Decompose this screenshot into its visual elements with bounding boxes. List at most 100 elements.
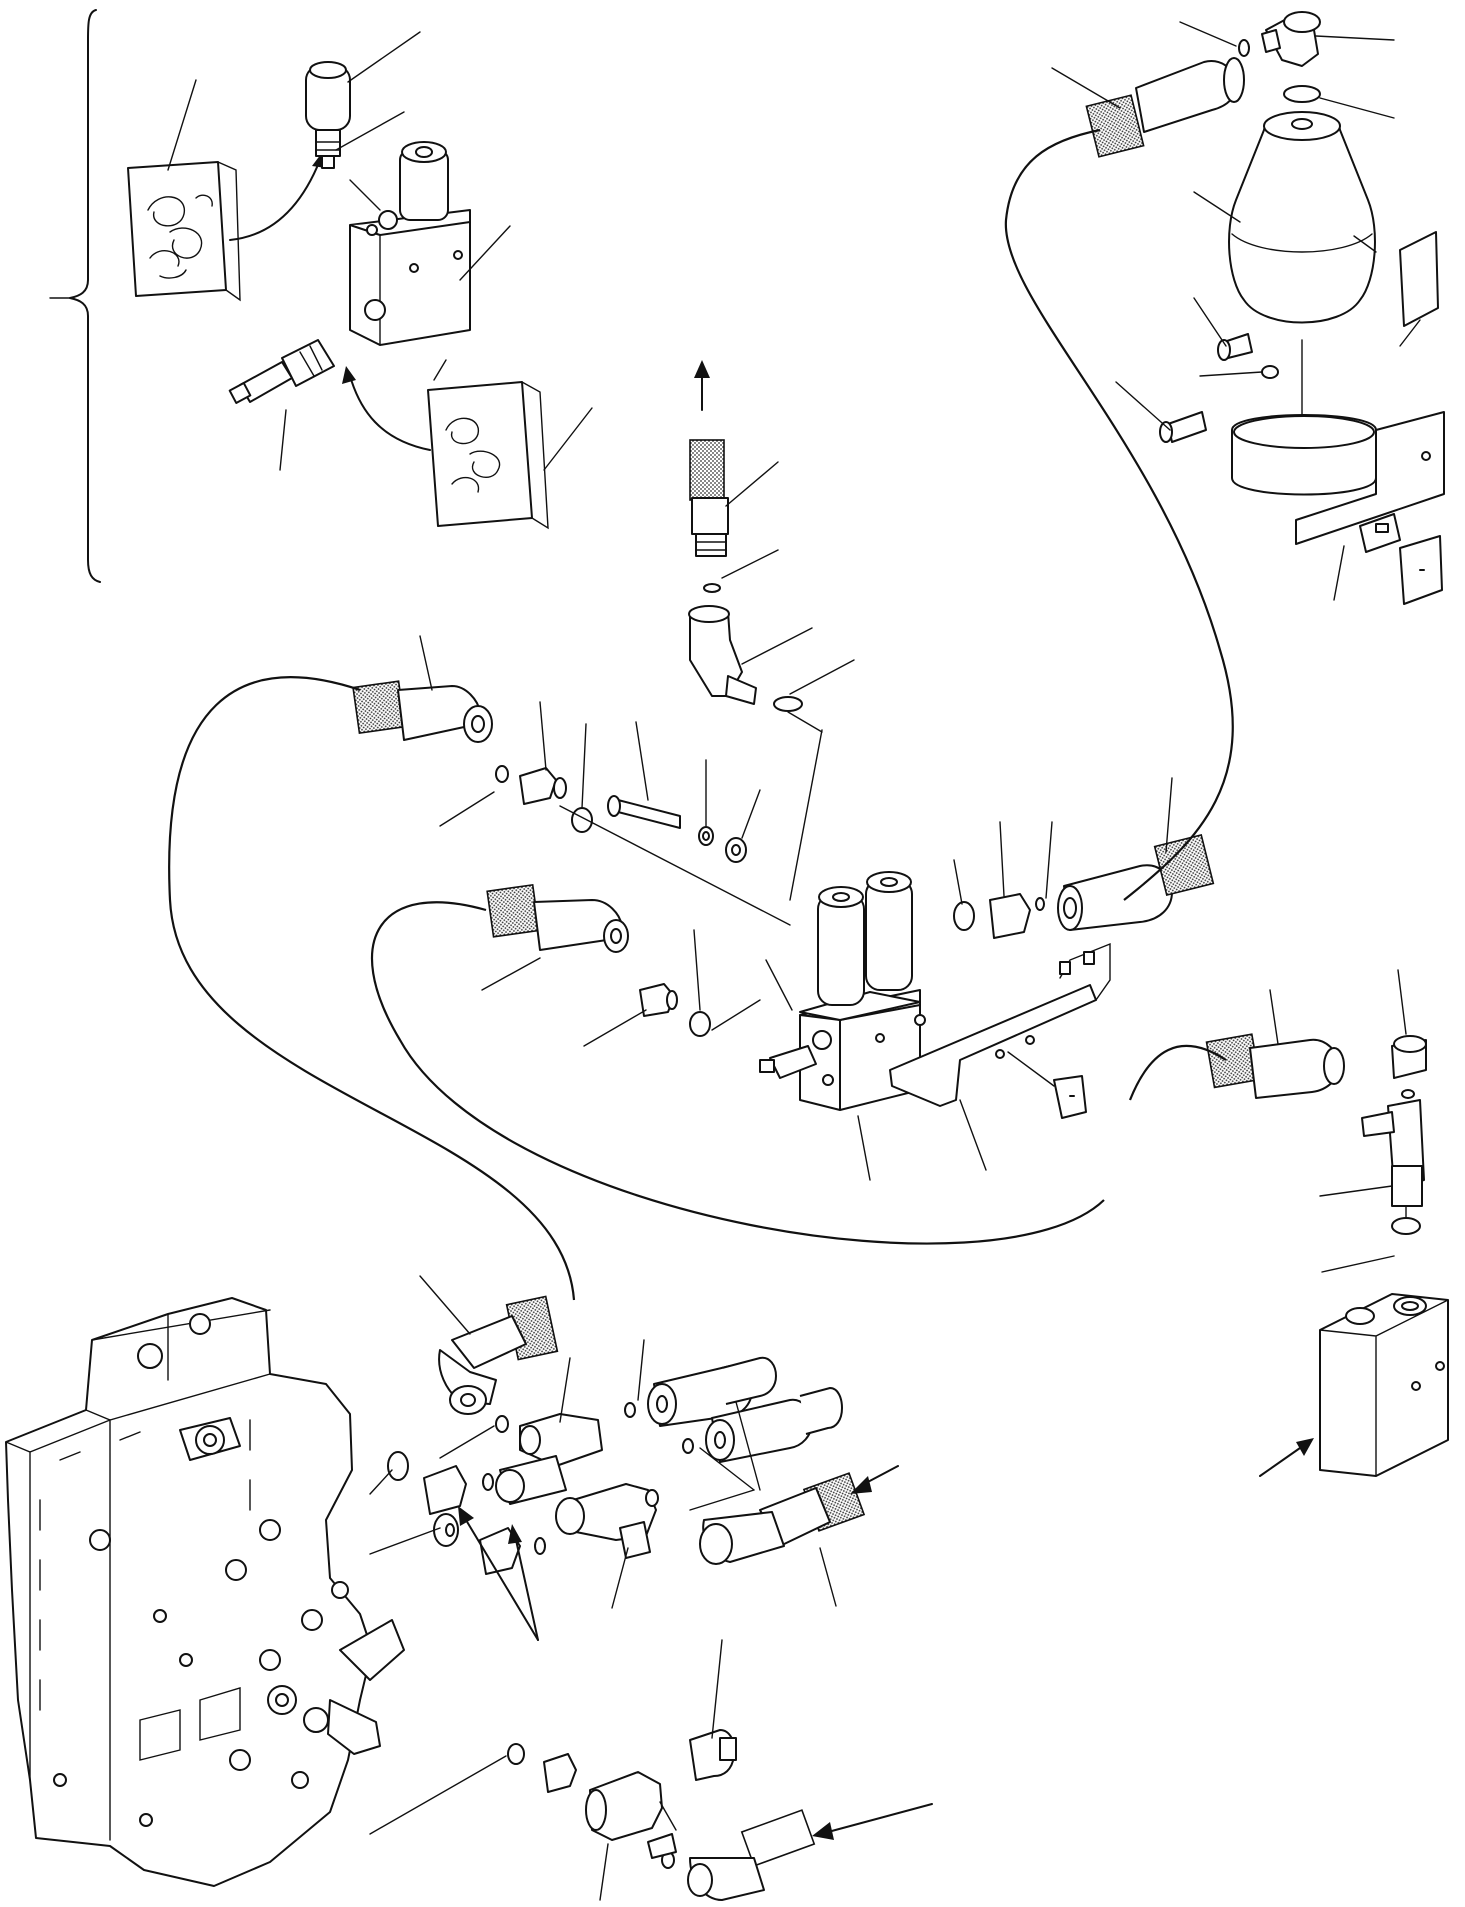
- leader-line: [1051, 67, 1121, 109]
- leader-line: [1353, 235, 1377, 253]
- leader-line: [635, 721, 649, 801]
- leader-line: [1269, 989, 1279, 1045]
- leader-line: [1193, 297, 1227, 347]
- elbow-hose-lower-left: [438, 1295, 559, 1415]
- leader-line: [1193, 191, 1241, 223]
- valve-block-kit: [349, 141, 471, 346]
- right-tee-and-block: [1205, 1033, 1427, 1235]
- leader-line: [369, 1755, 507, 1835]
- hose-elbow-bottom: [687, 1809, 816, 1901]
- leader-line: [711, 999, 761, 1031]
- leader-line: [721, 549, 779, 579]
- leader-line: [1165, 777, 1173, 853]
- leader-line: [335, 111, 405, 151]
- leader-line: [741, 627, 813, 665]
- leader-line: [581, 723, 587, 809]
- fittings-near-pump: [387, 1451, 546, 1575]
- hose-elbow-lower-right: [699, 1472, 866, 1565]
- fitting-arrows: [458, 1506, 539, 1641]
- leader-line: [735, 1401, 761, 1491]
- elbow-fitting-top-right: [1261, 11, 1321, 103]
- screws-and-washer: [1159, 333, 1279, 443]
- leader-line: [543, 407, 593, 471]
- hose-fitting-top-right: [1085, 39, 1250, 158]
- kit-brace: [49, 9, 101, 583]
- hydraulic-pump: [5, 1297, 405, 1887]
- leader-line: [689, 1489, 755, 1511]
- leader-line: [559, 805, 791, 926]
- fittings-right-of-block: [953, 833, 1215, 939]
- leader-line: [693, 929, 701, 1011]
- leader-line: [1319, 1185, 1393, 1197]
- leader-line: [1045, 821, 1053, 899]
- leader-line: [787, 711, 823, 733]
- leader-line: [583, 1009, 647, 1047]
- leader-line: [637, 1339, 645, 1401]
- pressure-switch-assembly: [507, 1729, 737, 1869]
- accumulator-clamp-bracket: [1231, 411, 1445, 553]
- bolt-and-washers: [607, 795, 747, 863]
- main-valve-block: [759, 871, 926, 1111]
- arrow-line: [863, 1465, 899, 1485]
- leader-line: [741, 789, 761, 839]
- leader-line: [599, 1843, 609, 1901]
- leader-line: [819, 1547, 837, 1607]
- tee-fittings-lower-left: [495, 1356, 843, 1559]
- manifold-block-right: [1319, 1293, 1449, 1477]
- frame-symbol: [1399, 535, 1443, 605]
- elbow-fitting-center: [688, 605, 803, 712]
- leader-line: [711, 1639, 723, 1739]
- arrowhead: [812, 1822, 834, 1840]
- leader-line: [419, 1275, 471, 1335]
- leader-line: [789, 729, 823, 901]
- mounting-bracket-center: [889, 942, 1111, 1107]
- leader-line: [1321, 1255, 1395, 1273]
- leader-line: [1199, 371, 1263, 377]
- leader-line: [539, 701, 547, 771]
- leader-line: [559, 1357, 571, 1423]
- leader-line: [167, 79, 197, 171]
- leader-line: [439, 791, 495, 827]
- seal-kit-bag-lower: [342, 366, 549, 530]
- leader-line: [349, 179, 381, 211]
- arrow-line: [827, 1803, 933, 1833]
- hose-assembly-left-upper: [352, 680, 593, 833]
- leader-line: [279, 409, 287, 471]
- leader-line: [369, 1527, 441, 1555]
- leader-line: [699, 1447, 755, 1491]
- leader-line: [369, 1469, 393, 1495]
- leader-line: [439, 1425, 495, 1459]
- leader-line: [953, 859, 963, 905]
- leader-line: [433, 359, 447, 381]
- leader-line: [1007, 1051, 1055, 1087]
- leader-line: [459, 225, 511, 281]
- leader-line: [765, 959, 793, 1011]
- leader-line: [611, 1547, 629, 1609]
- leader-line: [419, 635, 433, 691]
- hose-assembly-left-lower: [486, 883, 711, 1037]
- leader-line: [789, 659, 855, 695]
- leader-line: [1399, 319, 1421, 347]
- leader-line: [1115, 381, 1171, 431]
- accumulator: [1228, 111, 1376, 324]
- leader-line: [959, 1099, 987, 1171]
- arrowhead: [1296, 1438, 1314, 1456]
- leader-line: [347, 31, 421, 83]
- leader-line: [1397, 969, 1407, 1035]
- cartridge-valve-kit: [228, 339, 335, 404]
- arrowhead: [850, 1476, 872, 1494]
- hose-lines: [168, 128, 1234, 1301]
- seal-kit-bag-upper: [127, 150, 326, 302]
- leader-line: [1179, 21, 1237, 47]
- leader-line: [725, 461, 779, 507]
- leader-line: [659, 1801, 677, 1831]
- leader-line: [1315, 35, 1395, 41]
- leader-line: [857, 1115, 871, 1181]
- frame-symbol: [1053, 1075, 1087, 1119]
- leader-line: [1319, 97, 1395, 119]
- hose-to-top: [689, 360, 729, 593]
- arrow-line: [1259, 1447, 1301, 1477]
- label-sticker: [1399, 231, 1439, 327]
- solenoid-coil-kit: [305, 61, 351, 169]
